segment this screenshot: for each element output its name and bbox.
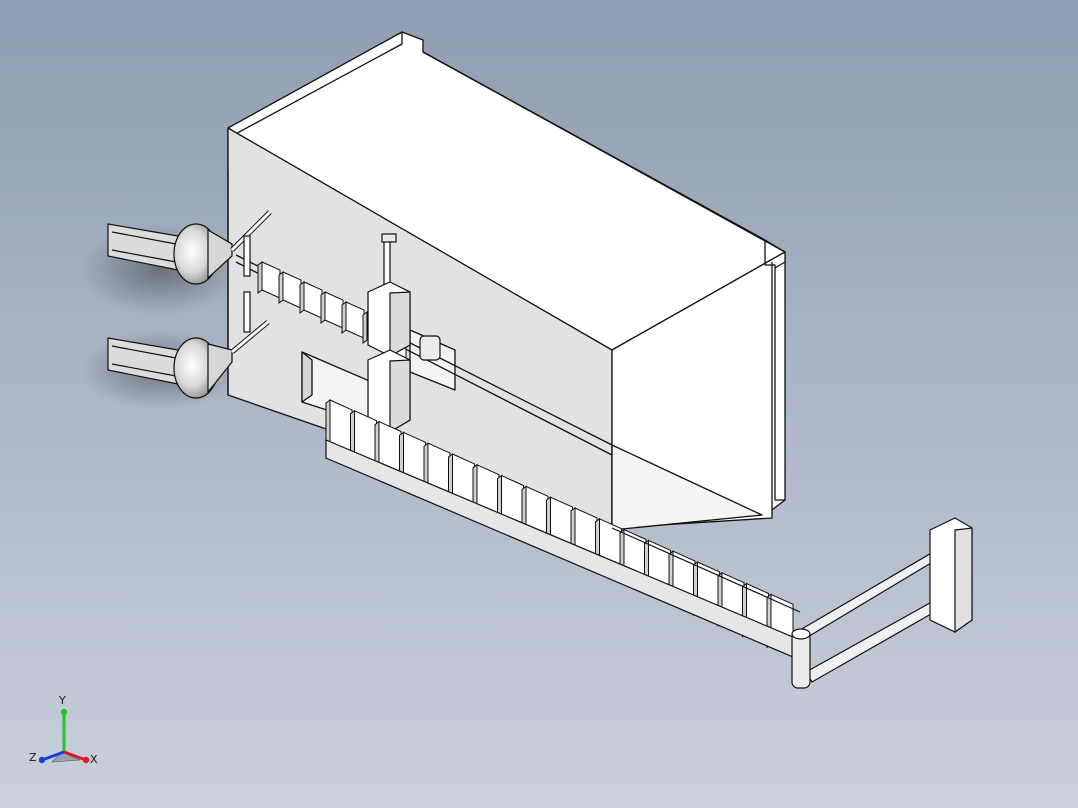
vertical-actuator[interactable]: [367, 233, 441, 434]
roller-cylinder: [419, 335, 441, 361]
vertical-pipe: [243, 291, 251, 333]
z-axis-arrow: [41, 750, 65, 762]
feed-chutes[interactable]: [107, 210, 272, 399]
x-axis-arrow-head: [82, 756, 90, 764]
enclosure[interactable]: [227, 31, 786, 531]
z-axis-arrow-head: [38, 756, 46, 764]
y-axis-arrow-head: [60, 708, 68, 716]
y-axis-label: Y: [58, 694, 66, 707]
orientation-triad: Y X Z: [29, 694, 98, 766]
end-frame[interactable]: [791, 517, 973, 689]
upper-divider-plate-edge: [362, 311, 368, 344]
z-axis-label: Z: [29, 751, 37, 764]
enclosure-end-opening: [611, 444, 763, 531]
frame-upper-rail: [799, 547, 947, 639]
upper-divider-plate-edge: [320, 291, 326, 324]
end-pulley: [791, 631, 811, 689]
upper-divider-plate-edge: [257, 261, 263, 294]
actuator-cap: [381, 233, 397, 243]
x-axis-arrow: [63, 750, 87, 762]
upper-divider-plate-edge: [341, 301, 347, 334]
x-axis-label: X: [90, 753, 98, 766]
vertical-pipe: [243, 235, 251, 277]
upper-divider-plate-edge: [278, 271, 284, 304]
upper-divider-plate-edge: [299, 281, 305, 314]
actuator-rod: [383, 237, 391, 287]
